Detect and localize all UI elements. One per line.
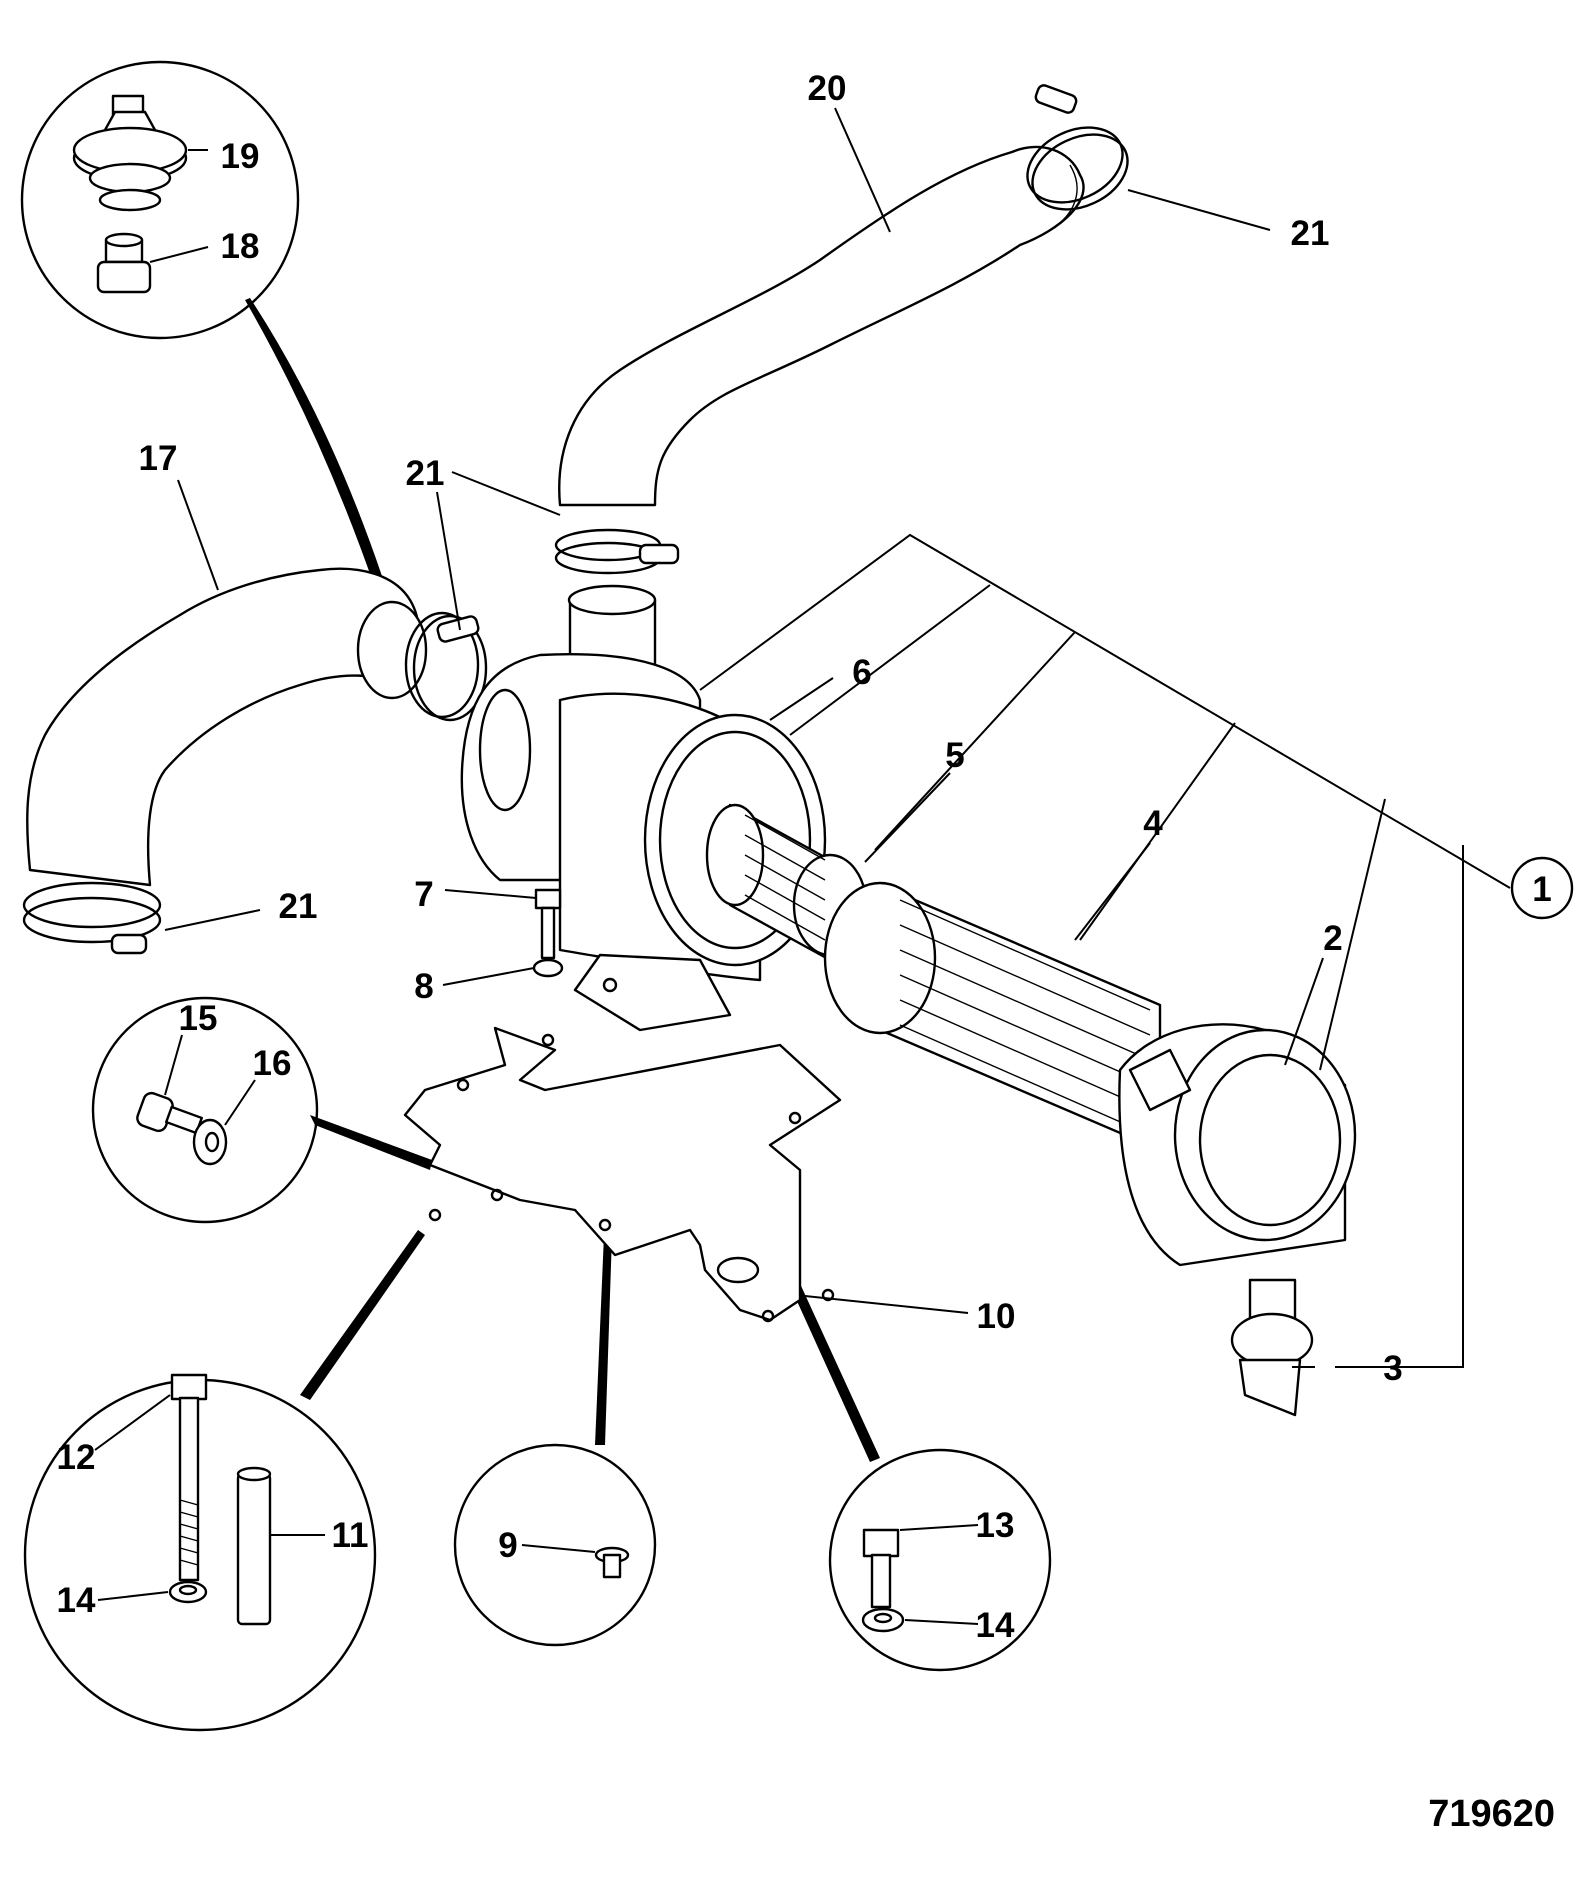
nut-part-9 (594, 1546, 630, 1579)
washer-part-8 (532, 958, 564, 978)
spacer-tube-part-11 (236, 1466, 272, 1626)
callout-21-middle: 21 (406, 454, 445, 493)
washer-part-16 (192, 1118, 228, 1166)
restriction-indicator-part-19 (72, 94, 188, 212)
screw-part-15 (136, 1091, 203, 1135)
callout-2: 2 (1323, 919, 1342, 958)
callout-14-left: 14 (57, 1581, 96, 1620)
callout-3: 3 (1383, 1349, 1402, 1388)
callout-21-top-right: 21 (1291, 214, 1330, 253)
intake-hose-part-17 (26, 567, 428, 887)
callout-15: 15 (179, 999, 218, 1038)
hose-clamp-part-21-left-lower (22, 881, 162, 955)
dust-valve-part-3 (1230, 1278, 1314, 1417)
detail-circle-nut (453, 1235, 657, 1647)
hose-clamp-part-21-top (1026, 84, 1129, 211)
filter-cover-part-2 (1118, 1023, 1357, 1267)
callout-20: 20 (808, 69, 847, 108)
bolt-part-13 (862, 1528, 900, 1609)
callout-1: 1 (1532, 870, 1551, 909)
detail-circle-screw-washer (91, 996, 432, 1224)
callout-4: 4 (1143, 804, 1163, 843)
washer-part-14-right (861, 1607, 905, 1633)
callout-9: 9 (498, 1526, 517, 1565)
callout-18: 18 (221, 227, 260, 266)
callout-13: 13 (976, 1506, 1015, 1545)
assembly-label-circle (1510, 856, 1574, 920)
detail-circle-long-bolt (23, 1230, 425, 1732)
callout-10: 10 (977, 1297, 1016, 1336)
figure-reference-number: 719620 (1428, 1793, 1555, 1835)
adaptor-part-18 (96, 232, 152, 294)
callout-8: 8 (414, 967, 433, 1006)
callout-19: 19 (221, 137, 260, 176)
callout-14-right: 14 (976, 1606, 1015, 1645)
callout-16: 16 (253, 1044, 292, 1083)
callout-7: 7 (414, 875, 433, 914)
callout-21-left-lower: 21 (279, 887, 318, 926)
filter-housing (460, 584, 827, 1032)
callout-17: 17 (139, 439, 178, 478)
mounting-bracket-part-10 (403, 1026, 842, 1323)
callout-labels: 1 2 3 4 5 6 7 8 9 10 11 12 13 14 14 15 1… (57, 69, 1574, 1645)
detail-circle-sensor (20, 60, 385, 588)
washer-part-14-left (168, 1580, 208, 1604)
callout-12: 12 (57, 1438, 96, 1477)
callout-5: 5 (945, 736, 964, 775)
callout-6: 6 (852, 653, 871, 692)
bolt-part-7 (534, 888, 562, 960)
intake-hose-part-20 (558, 145, 1085, 507)
callout-11: 11 (332, 1516, 369, 1555)
hose-clamp-part-21-middle (554, 528, 680, 575)
hose-clamp-part-21-left-upper (404, 611, 488, 722)
main-element-part-4 (823, 881, 1162, 1152)
bolt-part-12 (170, 1373, 208, 1582)
leader-lines (94, 107, 1511, 1625)
